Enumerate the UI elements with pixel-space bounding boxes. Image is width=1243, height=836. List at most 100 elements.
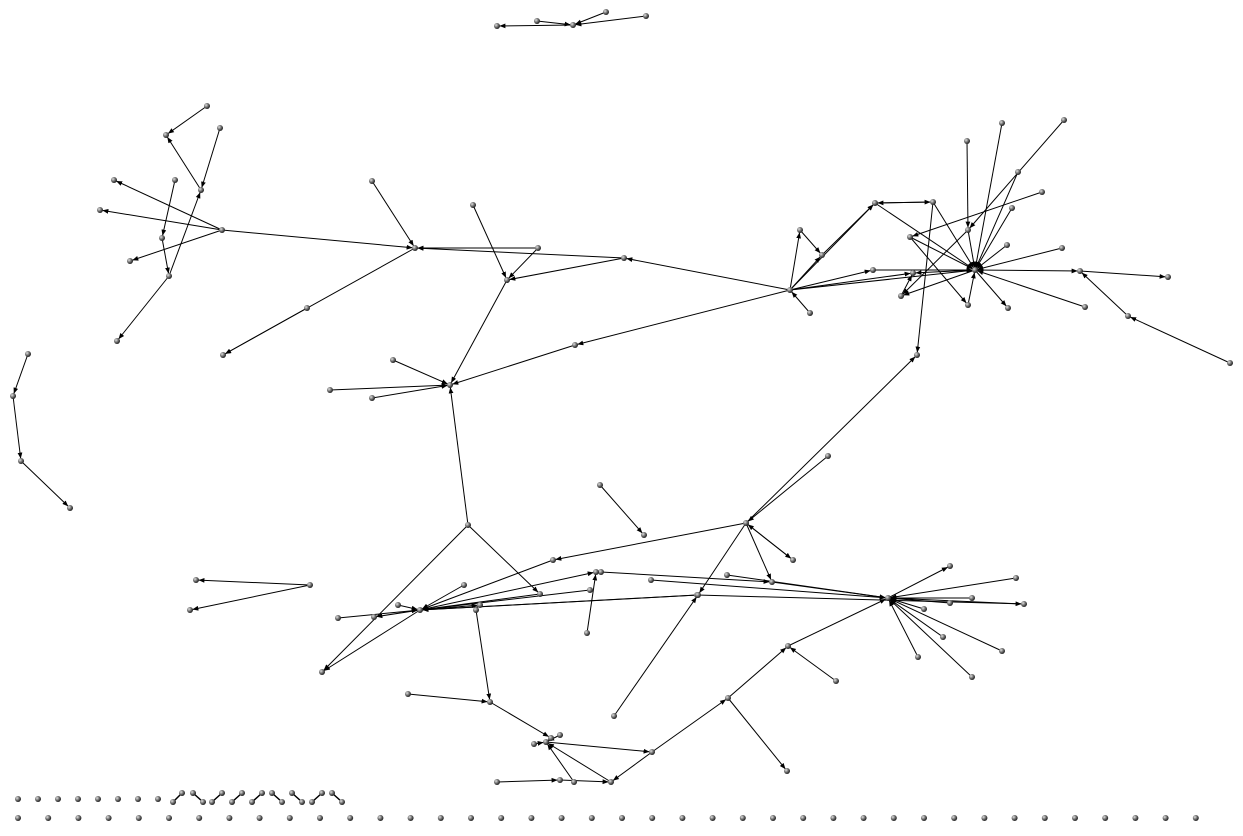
- graph-node[interactable]: [1125, 313, 1131, 319]
- graph-node[interactable]: [915, 654, 921, 660]
- graph-node[interactable]: [25, 351, 31, 357]
- graph-node[interactable]: [921, 815, 927, 821]
- graph-node[interactable]: [611, 713, 617, 719]
- graph-node[interactable]: [1072, 815, 1078, 821]
- graph-node[interactable]: [571, 779, 577, 785]
- graph-node[interactable]: [335, 615, 341, 621]
- graph-node[interactable]: [159, 235, 165, 241]
- graph-node[interactable]: [860, 815, 867, 821]
- graph-node[interactable]: [75, 796, 81, 802]
- graph-node[interactable]: [494, 23, 500, 29]
- graph-node[interactable]: [921, 606, 927, 612]
- graph-node[interactable]: [907, 234, 913, 240]
- graph-node[interactable]: [587, 587, 593, 593]
- graph-node[interactable]: [407, 815, 414, 821]
- graph-node[interactable]: [339, 799, 345, 805]
- graph-node[interactable]: [965, 227, 971, 233]
- graph-node[interactable]: [127, 258, 133, 264]
- graph-node[interactable]: [219, 790, 225, 796]
- graph-node[interactable]: [437, 815, 444, 821]
- graph-node[interactable]: [135, 796, 141, 802]
- graph-node[interactable]: [155, 796, 161, 802]
- graph-node[interactable]: [15, 796, 21, 802]
- graph-node[interactable]: [249, 799, 255, 805]
- graph-node[interactable]: [603, 9, 609, 15]
- graph-node[interactable]: [198, 187, 204, 193]
- graph-node[interactable]: [170, 799, 176, 805]
- graph-node[interactable]: [369, 395, 375, 401]
- graph-node[interactable]: [825, 453, 831, 459]
- graph-node[interactable]: [1165, 274, 1171, 280]
- graph-node[interactable]: [550, 557, 556, 563]
- graph-node[interactable]: [537, 591, 543, 597]
- graph-node[interactable]: [800, 815, 807, 821]
- graph-node[interactable]: [557, 777, 563, 783]
- graph-node[interactable]: [187, 607, 193, 613]
- graph-node[interactable]: [621, 255, 627, 261]
- graph-node[interactable]: [477, 602, 483, 608]
- graph-node[interactable]: [641, 532, 647, 538]
- graph-node[interactable]: [55, 796, 61, 802]
- graph-node[interactable]: [598, 569, 604, 575]
- graph-node[interactable]: [1015, 169, 1021, 175]
- graph-node[interactable]: [649, 749, 655, 755]
- graph-node[interactable]: [329, 790, 335, 796]
- graph-node[interactable]: [769, 579, 775, 585]
- graph-node[interactable]: [473, 607, 479, 613]
- graph-node[interactable]: [10, 393, 16, 399]
- graph-node[interactable]: [220, 352, 226, 358]
- graph-node[interactable]: [709, 815, 716, 821]
- graph-node[interactable]: [286, 815, 293, 821]
- graph-node[interactable]: [498, 815, 505, 821]
- graph-node[interactable]: [1005, 305, 1011, 311]
- graph-node[interactable]: [947, 600, 953, 606]
- graph-node[interactable]: [494, 779, 500, 785]
- graph-node[interactable]: [319, 669, 325, 675]
- graph-node[interactable]: [558, 815, 565, 821]
- graph-node[interactable]: [969, 595, 975, 601]
- graph-node[interactable]: [1192, 815, 1199, 821]
- graph-node[interactable]: [405, 691, 411, 697]
- graph-node[interactable]: [999, 648, 1005, 654]
- graph-node[interactable]: [1041, 815, 1048, 821]
- graph-node[interactable]: [377, 815, 384, 821]
- graph-node[interactable]: [317, 815, 323, 821]
- graph-node[interactable]: [1013, 575, 1019, 581]
- graph-node[interactable]: [584, 630, 590, 636]
- graph-node[interactable]: [643, 13, 649, 19]
- graph-node[interactable]: [1132, 815, 1139, 821]
- graph-node[interactable]: [784, 768, 790, 774]
- graph-node[interactable]: [1082, 304, 1088, 310]
- graph-node[interactable]: [219, 227, 225, 233]
- graph-node[interactable]: [648, 577, 654, 583]
- graph-node[interactable]: [1077, 268, 1083, 274]
- graph-node[interactable]: [135, 815, 142, 821]
- graph-node[interactable]: [898, 293, 904, 299]
- graph-node[interactable]: [787, 287, 793, 293]
- graph-node[interactable]: [588, 815, 595, 821]
- graph-node[interactable]: [830, 815, 837, 821]
- graph-node[interactable]: [1011, 815, 1018, 821]
- graph-node[interactable]: [307, 582, 313, 588]
- graph-node[interactable]: [885, 595, 891, 601]
- graph-node[interactable]: [35, 796, 41, 802]
- graph-node[interactable]: [105, 815, 112, 821]
- graph-node[interactable]: [597, 482, 603, 488]
- graph-node[interactable]: [1061, 117, 1067, 123]
- graph-node[interactable]: [833, 678, 839, 684]
- graph-node[interactable]: [75, 815, 82, 821]
- graph-node[interactable]: [870, 267, 876, 273]
- graph-node[interactable]: [67, 505, 73, 511]
- graph-node[interactable]: [309, 799, 315, 805]
- graph-node[interactable]: [209, 799, 215, 805]
- graph-node[interactable]: [371, 614, 377, 620]
- graph-node[interactable]: [190, 790, 196, 796]
- graph-node[interactable]: [1039, 189, 1045, 195]
- graph-node[interactable]: [531, 741, 537, 747]
- graph-node[interactable]: [217, 125, 223, 131]
- graph-node[interactable]: [557, 732, 563, 738]
- graph-node[interactable]: [166, 815, 172, 821]
- graph-node[interactable]: [114, 338, 120, 344]
- graph-node[interactable]: [695, 592, 701, 598]
- graph-node[interactable]: [390, 357, 396, 363]
